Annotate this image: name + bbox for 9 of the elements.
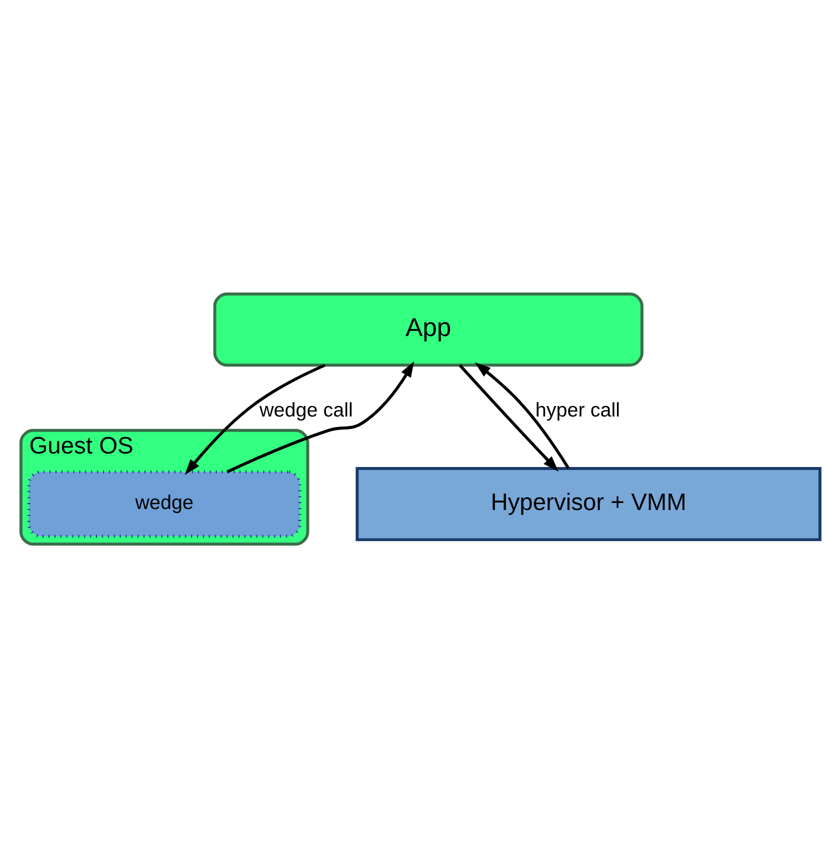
edge-label: hyper call (535, 400, 620, 422)
edge-label: wedge call (260, 400, 353, 422)
arrow (474, 362, 570, 470)
node-box: Hypervisor + VMM (356, 467, 822, 542)
node-box: App (213, 292, 644, 367)
arrow (226, 361, 414, 474)
arrow (458, 364, 559, 472)
node-box: wedge (27, 470, 302, 538)
arrow (184, 364, 326, 475)
